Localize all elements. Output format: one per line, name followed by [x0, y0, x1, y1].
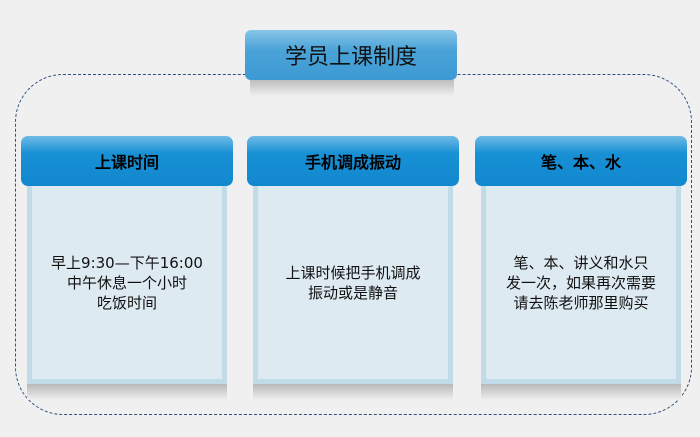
body-line: 上课时候把手机调成 [285, 263, 421, 282]
column-supplies: 笔、本、水 笔、本、讲义和水只 发一次，如果再次需要 请去陈老师那里购买 [475, 136, 687, 400]
body-line: 早上9:30—下午16:00 [51, 253, 203, 272]
body-line: 笔、本、讲义和水只 [513, 253, 649, 272]
diagram-title: 学员上课制度 [245, 30, 457, 80]
column-phone-vibrate: 手机调成振动 上课时候把手机调成 振动或是静音 [247, 136, 459, 400]
body-line: 振动或是静音 [307, 283, 398, 302]
column-body: 早上9:30—下午16:00 中午休息一个小时 吃饭时间 [27, 186, 227, 384]
body-line: 发一次，如果再次需要 [505, 273, 656, 292]
body-line: 吃饭时间 [96, 293, 157, 312]
column-body: 笔、本、讲义和水只 发一次，如果再次需要 请去陈老师那里购买 [481, 186, 681, 384]
column-class-time: 上课时间 早上9:30—下午16:00 中午休息一个小时 吃饭时间 [21, 136, 233, 400]
body-line: 请去陈老师那里购买 [513, 293, 649, 312]
column-header: 手机调成振动 [247, 136, 459, 186]
column-header: 上课时间 [21, 136, 233, 186]
column-header: 笔、本、水 [475, 136, 687, 186]
column-shadow [27, 384, 227, 400]
column-body: 上课时候把手机调成 振动或是静音 [253, 186, 453, 384]
column-shadow [481, 384, 681, 400]
body-line: 中午休息一个小时 [66, 273, 187, 292]
title-shadow [250, 80, 454, 96]
column-shadow [253, 384, 453, 400]
